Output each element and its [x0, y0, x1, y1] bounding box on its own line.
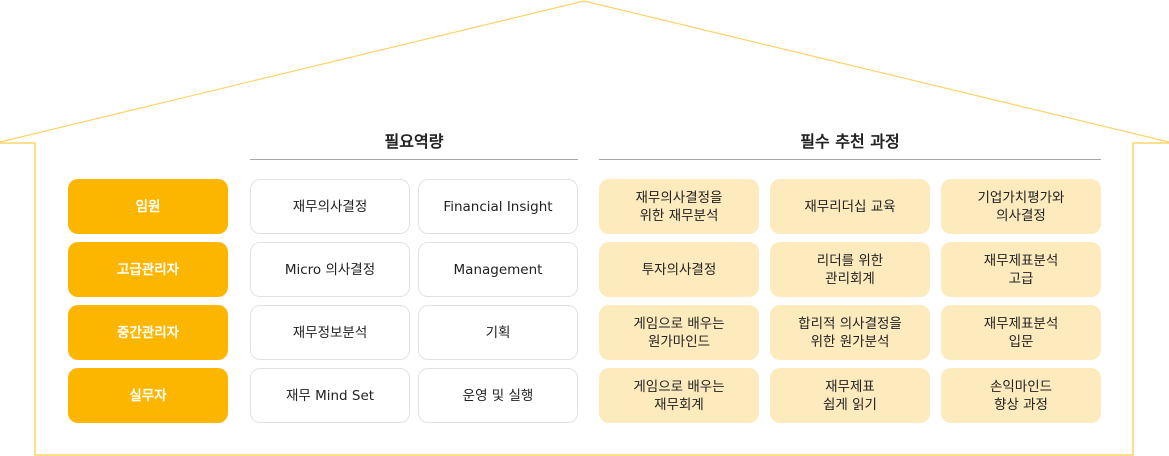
course-box: 재무제표 쉽게 읽기 [770, 368, 930, 423]
competency-box: 재무 Mind Set [250, 368, 410, 423]
competency-box: 재무정보분석 [250, 305, 410, 360]
level-badge: 임원 [68, 179, 228, 234]
courses-header: 필수 추천 과정 [800, 132, 900, 151]
competency-box: Micro 의사결정 [250, 242, 410, 297]
course-box: 투자의사결정 [599, 242, 759, 297]
course-box: 기업가치평가와 의사결정 [941, 179, 1101, 234]
level-badge: 중간관리자 [68, 305, 228, 360]
competency-box: 기획 [418, 305, 578, 360]
level-badge: 실무자 [68, 368, 228, 423]
competency-box: 재무의사결정 [250, 179, 410, 234]
competency-box: 운영 및 실행 [418, 368, 578, 423]
competency-divider [250, 159, 578, 160]
course-box: 게임으로 배우는 재무회계 [599, 368, 759, 423]
competency-box: Financial Insight [418, 179, 578, 234]
course-box: 재무의사결정을 위한 재무분석 [599, 179, 759, 234]
course-box: 게임으로 배우는 원가마인드 [599, 305, 759, 360]
competency-header: 필요역량 [384, 132, 444, 151]
courses-divider [599, 159, 1101, 160]
course-box: 재무리더십 교육 [770, 179, 930, 234]
course-box: 합리적 의사결정을 위한 원가분석 [770, 305, 930, 360]
course-box: 손익마인드 향상 과정 [941, 368, 1101, 423]
course-box: 재무제표분석 고급 [941, 242, 1101, 297]
level-badge: 고급관리자 [68, 242, 228, 297]
course-box: 재무제표분석 입문 [941, 305, 1101, 360]
course-box: 리더를 위한 관리회계 [770, 242, 930, 297]
competency-box: Management [418, 242, 578, 297]
